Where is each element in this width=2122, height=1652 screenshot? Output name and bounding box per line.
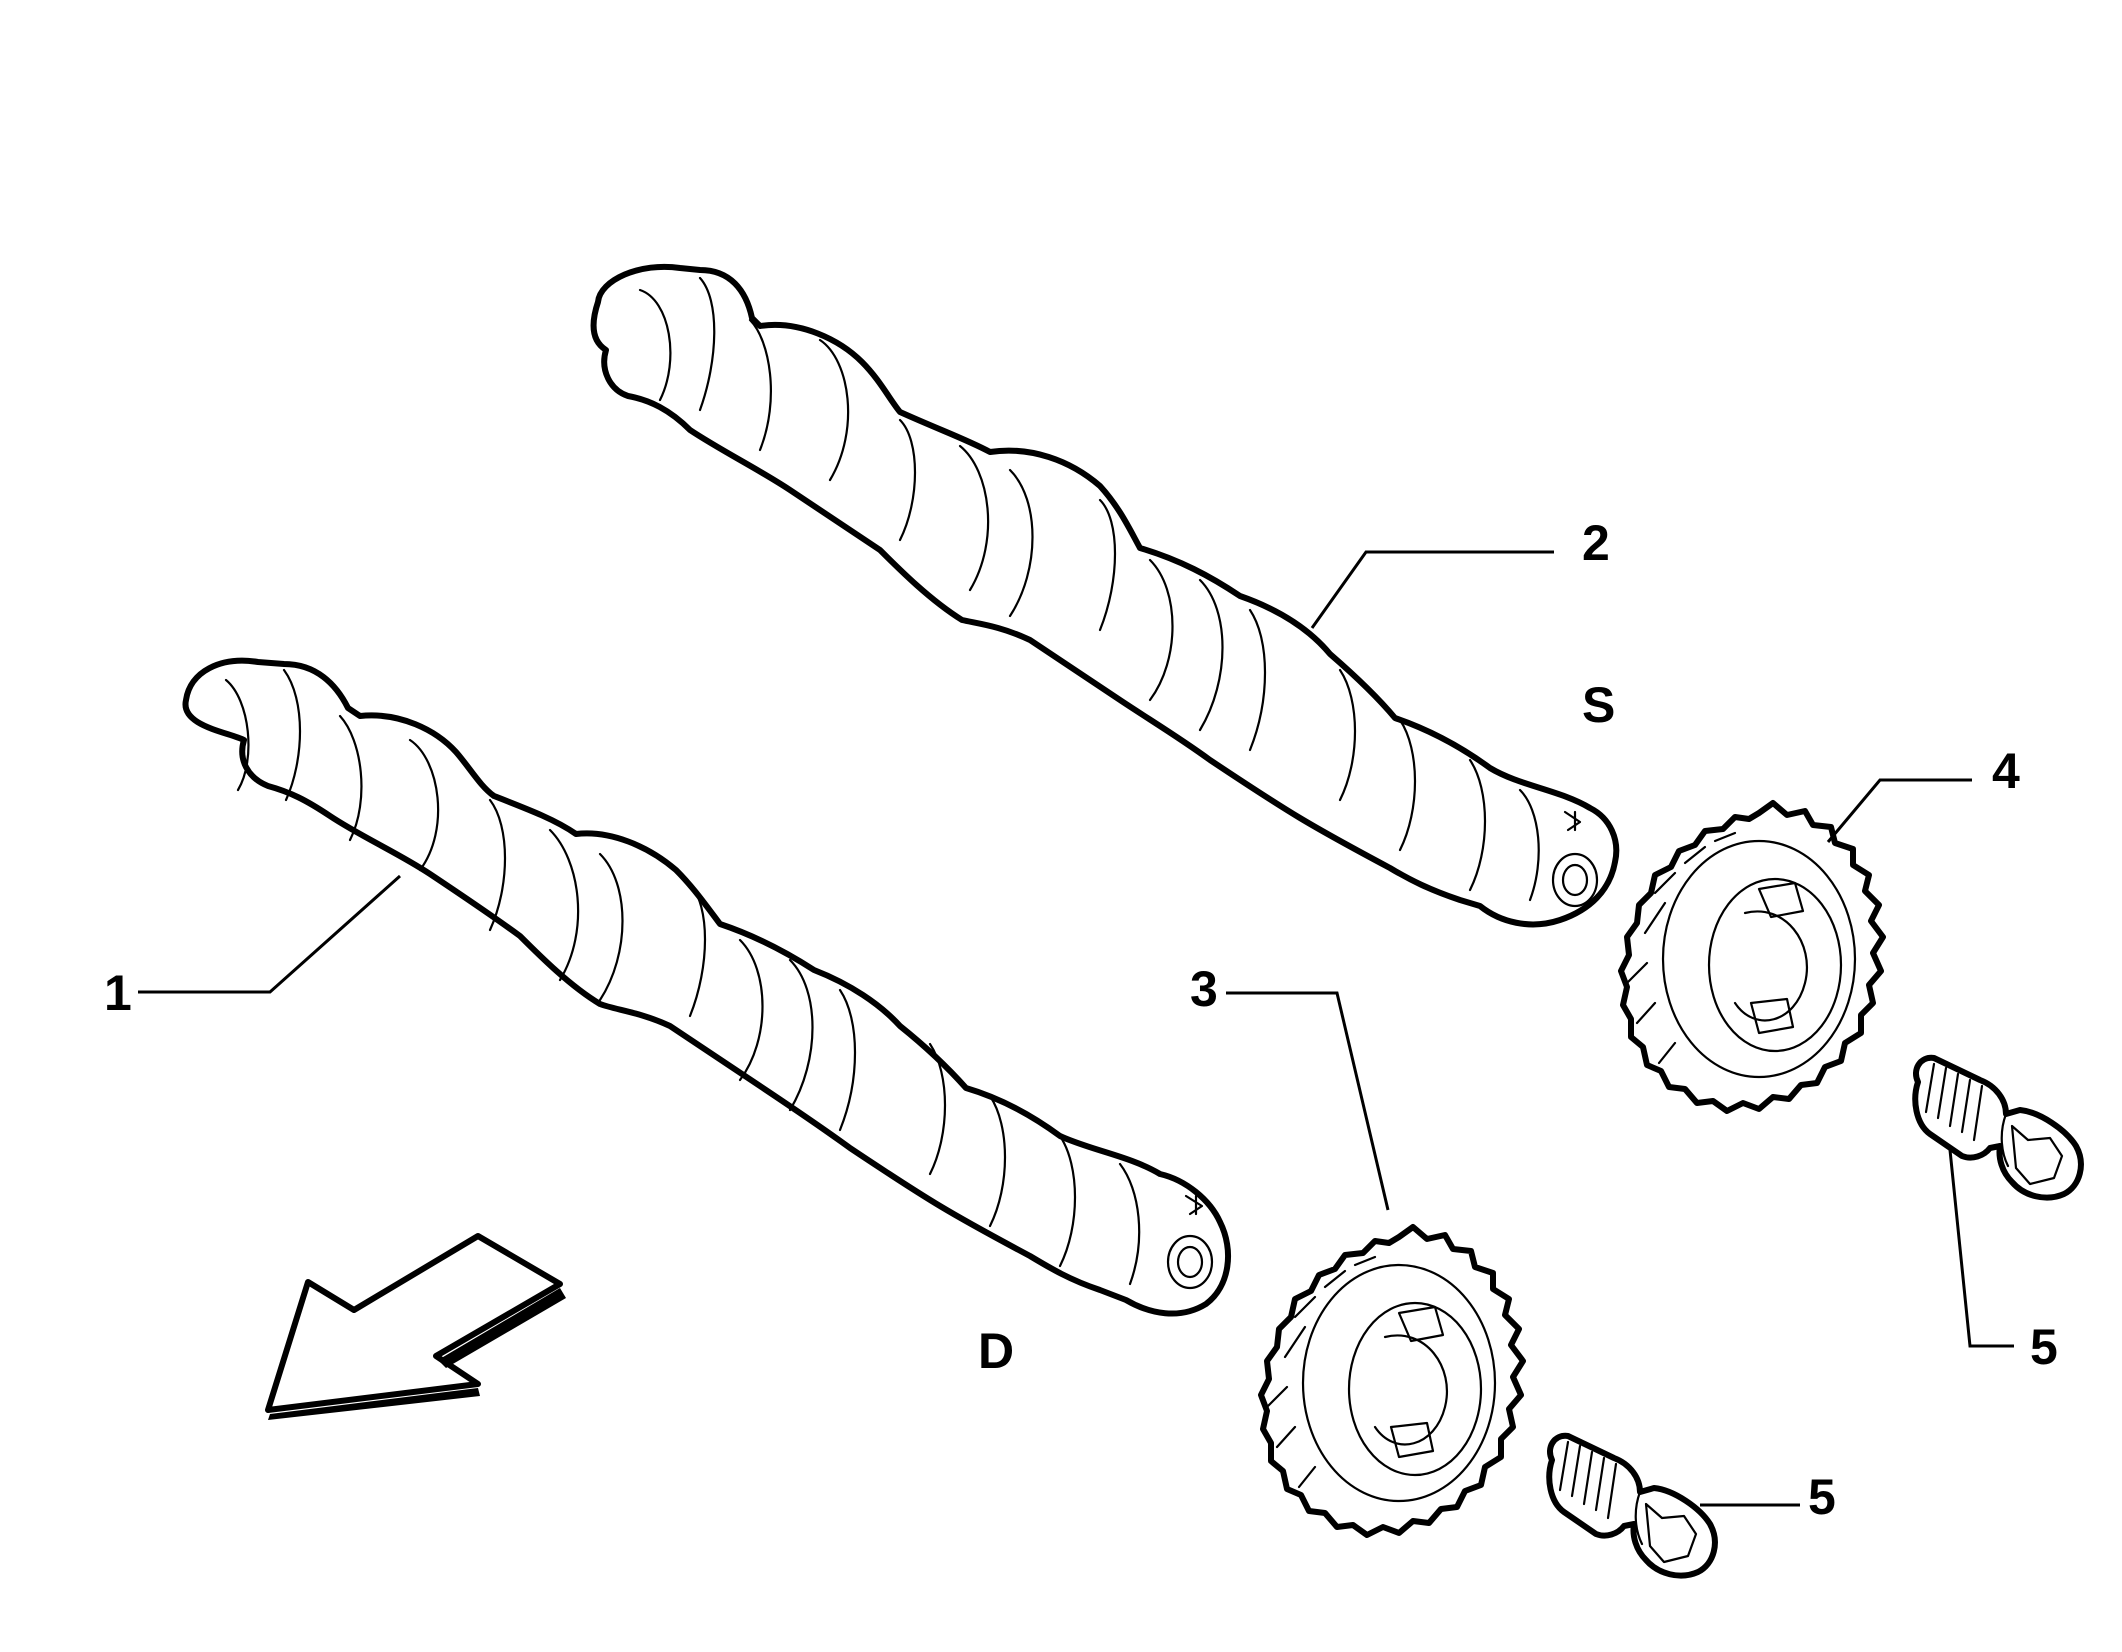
side-letter-d: D: [978, 1323, 1014, 1379]
callout-2: 2: [1582, 515, 1610, 571]
camshaft-gear-exhaust: [1618, 800, 1886, 1114]
gear-bolt-lower: [1546, 1432, 1718, 1579]
gear-bolt-upper: [1912, 1054, 2084, 1201]
callout-5-upper: 5: [2030, 1319, 2058, 1375]
callout-5-lower: 5: [1808, 1469, 1836, 1525]
side-letter-s: S: [1582, 677, 1615, 733]
camshaft-intake: [182, 657, 1232, 1317]
camshaft-exhaust: [590, 263, 1620, 928]
direction-arrow-icon: [265, 1233, 566, 1420]
camshaft-gear-intake: [1258, 1224, 1526, 1538]
callout-1: 1: [104, 965, 132, 1021]
callout-4: 4: [1992, 743, 2020, 799]
callout-3: 3: [1190, 961, 1218, 1017]
leader-lines: [138, 550, 2014, 1507]
